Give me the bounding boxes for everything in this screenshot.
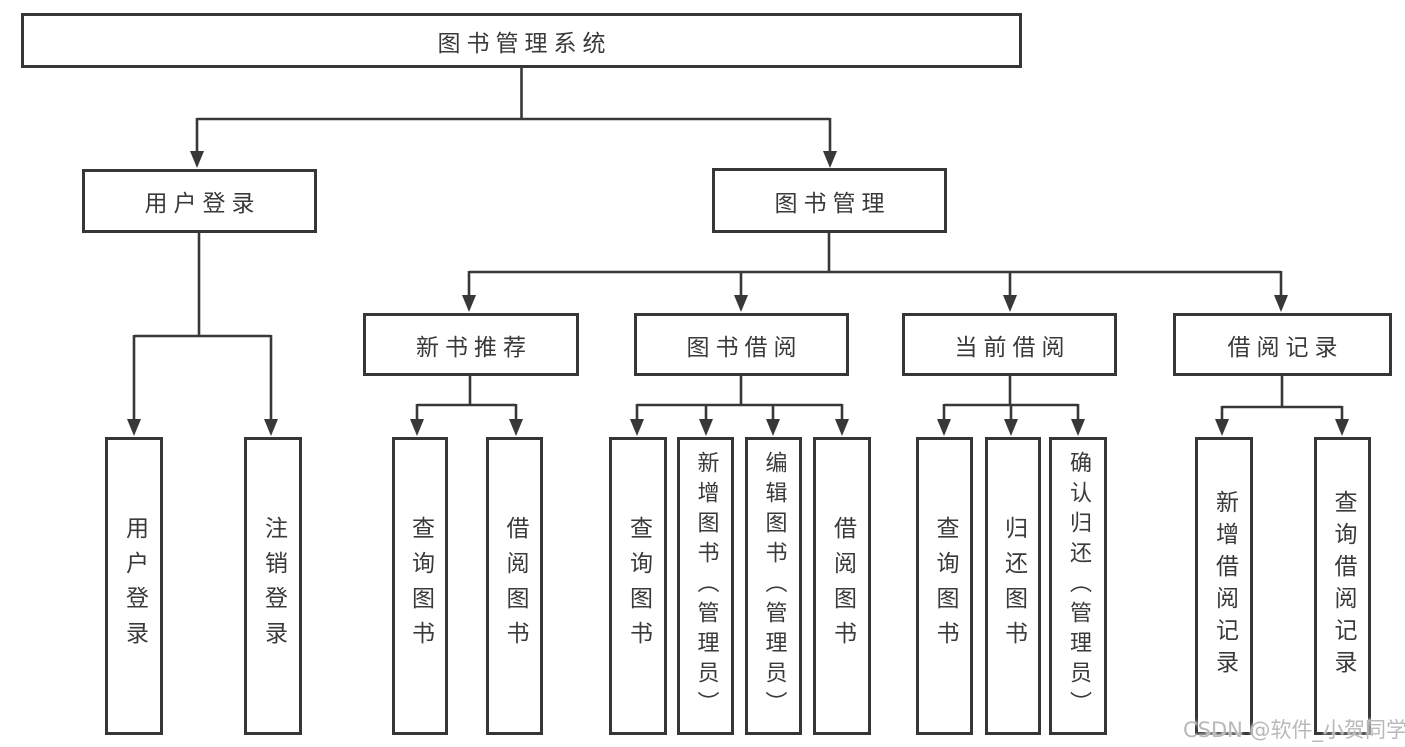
node-add-borrow-record: 新增借阅记录 <box>1195 437 1253 735</box>
node-book-borrowing: 图书借阅 <box>634 313 849 376</box>
node-edit-books-admin: 编辑图书（管理员） <box>745 437 802 735</box>
node-add-books-admin: 新增图书（管理员） <box>677 437 734 735</box>
node-user-login-group: 用户登录 <box>82 169 317 233</box>
node-user-login: 用户登录 <box>105 437 163 735</box>
node-borrow-books-under-recommend: 借阅图书 <box>486 437 543 735</box>
csdn-watermark: CSDN @软件_小贺同学 <box>1183 718 1405 742</box>
node-book-management-group: 图书管理 <box>712 168 947 233</box>
node-return-books: 归还图书 <box>985 437 1041 735</box>
node-query-books-under-recommend: 查询图书 <box>392 437 448 735</box>
node-logout: 注销登录 <box>244 437 302 735</box>
node-query-books-under-borrowing: 查询图书 <box>609 437 667 735</box>
node-borrow-books-under-borrowing: 借阅图书 <box>813 437 871 735</box>
node-library-management-system: 图书管理系统 <box>21 13 1022 68</box>
node-current-borrowing: 当前借阅 <box>902 313 1117 376</box>
node-borrowing-records: 借阅记录 <box>1173 313 1392 376</box>
node-confirm-return-admin: 确认归还（管理员） <box>1049 437 1107 735</box>
node-query-borrow-record: 查询借阅记录 <box>1314 437 1371 735</box>
node-query-books-under-current: 查询图书 <box>916 437 973 735</box>
node-new-book-recommendation: 新书推荐 <box>363 313 579 376</box>
